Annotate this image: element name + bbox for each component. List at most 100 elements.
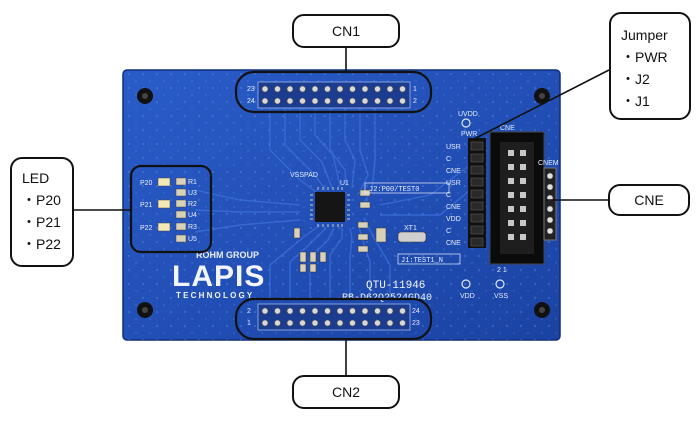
- cn1-pin: [299, 97, 306, 105]
- cn2-pin: [386, 307, 394, 315]
- p22-silk-label: P22: [140, 225, 153, 232]
- brand-logo-text: LAPIS: [172, 260, 265, 293]
- jumper-row-label: C: [446, 192, 451, 199]
- jumper-callout: Jumper PWR J2 J1: [609, 12, 691, 120]
- cnem-pin: [546, 216, 554, 224]
- led-group: [157, 177, 187, 243]
- cn1-pin: [324, 97, 331, 105]
- cne-pin: [508, 164, 514, 170]
- cn2-pin: [261, 319, 269, 327]
- jumper-row-label: VDD: [446, 216, 461, 223]
- jumper-callout-title: Jumper: [621, 27, 668, 43]
- cn2-pin: [274, 319, 281, 327]
- cn2-pin: [299, 307, 306, 315]
- cn2-pin: [286, 319, 294, 327]
- cn1-pin: [286, 97, 294, 105]
- cn1-pin: [361, 85, 369, 93]
- cn1-pin: [374, 85, 381, 93]
- cn2-pin: [361, 319, 369, 327]
- cn1-pin: [349, 97, 356, 105]
- cne-pin: [520, 164, 526, 170]
- cn2-header: 2 1 24 23: [247, 303, 420, 331]
- cn1-pin: [286, 85, 294, 93]
- cn1-pin: [399, 85, 406, 93]
- cn1-pin: [299, 85, 306, 93]
- cn2-pin-24-label: 24: [412, 308, 420, 315]
- jumper-pin: [470, 225, 484, 235]
- cne-pin: [520, 206, 526, 212]
- cn2-pin: [324, 319, 331, 327]
- vsspad-label: VSSPAD: [290, 172, 318, 179]
- cne-connector: [489, 131, 545, 265]
- cn2-pin: [336, 307, 344, 315]
- highlight-outlines: [129, 70, 433, 341]
- cn2-pin: [361, 307, 369, 315]
- r1-silk-label: R1: [188, 179, 197, 186]
- cn1-pin-24-label: 24: [247, 98, 255, 105]
- cn2-pin: [386, 319, 394, 327]
- cne-pin: [520, 178, 526, 184]
- cn2-pin: [299, 319, 306, 327]
- cn1-header: 23 24 1 2: [247, 81, 417, 109]
- cn1-pin: [261, 97, 269, 105]
- cn2-pin: [374, 307, 381, 315]
- jumper-callout-item-pwr: PWR: [621, 46, 679, 68]
- uvdd-label: UVDD: [458, 111, 478, 118]
- led-callout-title: LED: [22, 170, 50, 186]
- cne-callout: CNE: [608, 184, 690, 216]
- u3-silk-label: U3: [188, 190, 197, 197]
- cn2-pin: [311, 319, 319, 327]
- j1-silk-label: J1:TEST1_N: [401, 257, 443, 265]
- jumper-pin: [470, 237, 484, 247]
- led-callout-item-p21: P21: [22, 211, 62, 233]
- jumper-row-label: CNE: [446, 204, 461, 211]
- cn2-pin-23-label: 23: [412, 320, 420, 327]
- cne-pin: [520, 150, 526, 156]
- p21-silk-label: P21: [140, 202, 153, 209]
- jumper-row-label: USR: [446, 144, 461, 151]
- cne-pin-numbers: 2 1: [497, 267, 507, 274]
- jumper-pin: [470, 189, 484, 199]
- jumper-callout-item-j1: J1: [621, 90, 679, 112]
- cn1-pin-23-label: 23: [247, 86, 255, 93]
- model-label: QTU-11946: [366, 280, 425, 292]
- crystal-xt1: [397, 231, 427, 243]
- mcu-chip: [310, 187, 350, 227]
- cn1-pin: [261, 85, 269, 93]
- vss-silk-label: VSS: [494, 293, 508, 300]
- cn2-pin: [349, 307, 356, 315]
- vdd-silk-label: VDD: [460, 293, 475, 300]
- cn1-pin-2-label: 2: [413, 98, 417, 105]
- cne-pin: [508, 150, 514, 156]
- jumper-pin: [470, 201, 484, 211]
- j2-silk-label: J2:P00/TEST0: [369, 186, 419, 194]
- cn1-callout-text: CN1: [331, 23, 360, 39]
- jumper-callout-item-j2: J2: [621, 68, 679, 90]
- cn1-pin: [386, 97, 394, 105]
- jumper-row-label: CNE: [446, 168, 461, 175]
- cn2-pin: [399, 319, 406, 327]
- cn2-pin: [274, 307, 281, 315]
- cn2-callout-text: CN2: [331, 384, 360, 400]
- cn1-pin: [349, 85, 356, 93]
- cn2-pin: [399, 307, 406, 315]
- brand-group-label: ROHM GROUP: [196, 250, 259, 260]
- cn1-pin: [336, 85, 344, 93]
- cn1-pin: [399, 97, 406, 105]
- jumper-pin: [470, 141, 484, 151]
- brand-sub-text: TECHNOLOGY: [176, 291, 254, 300]
- jumper-row-label: USR: [446, 180, 461, 187]
- jumper-row-label: C: [446, 156, 451, 163]
- cn2-callout: CN2: [292, 375, 400, 409]
- pwr-silk-label: PWR: [461, 131, 477, 138]
- cne-pin: [508, 234, 514, 240]
- cn2-pin-2-label: 2: [247, 308, 251, 315]
- cn1-pin: [311, 85, 319, 93]
- r2-silk-label: R2: [188, 201, 197, 208]
- cn2-pin: [261, 307, 269, 315]
- jumper-pin: [470, 177, 484, 187]
- cn2-pin-1-label: 1: [247, 320, 251, 327]
- cn1-pin-1-label: 1: [413, 86, 417, 93]
- u5-silk-label: U5: [188, 236, 197, 243]
